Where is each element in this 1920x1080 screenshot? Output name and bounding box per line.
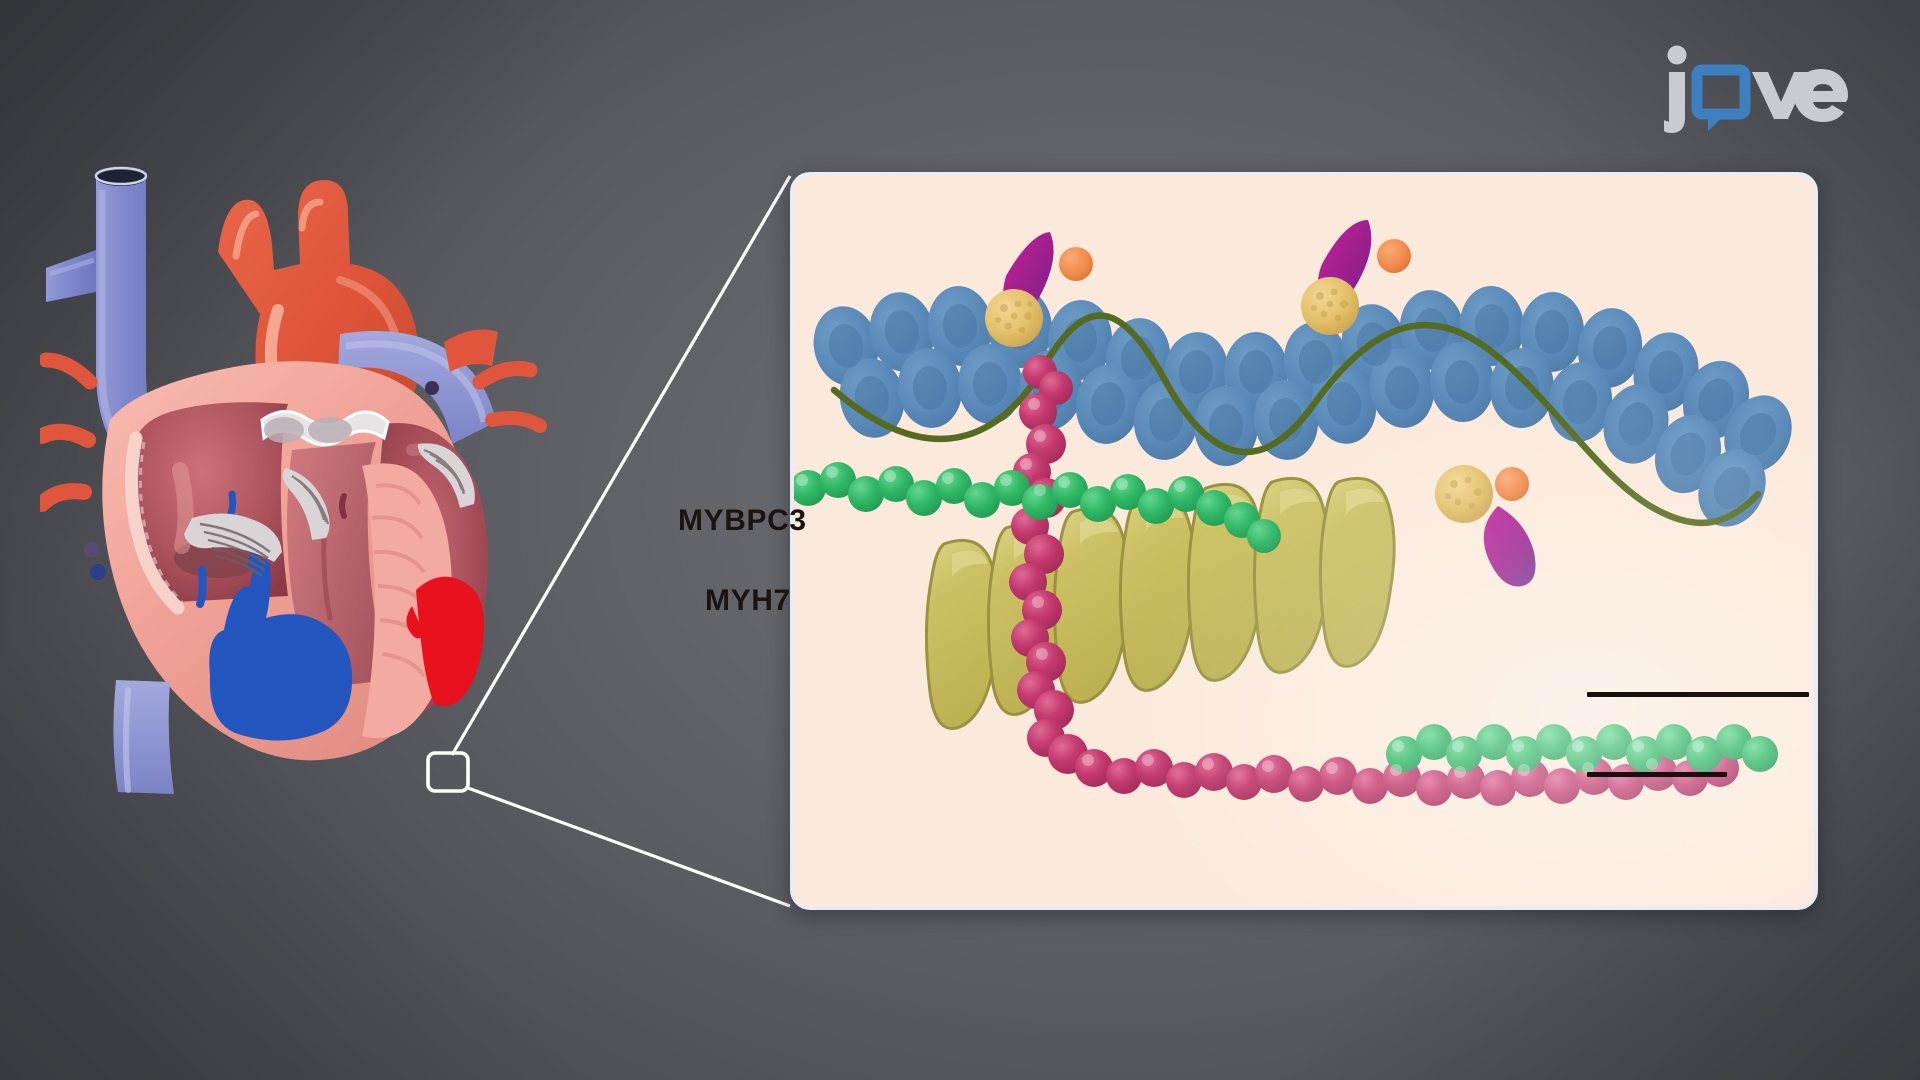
heart-illustration <box>34 120 560 820</box>
myosin-lobe-3 <box>1052 507 1131 704</box>
label-mybpc3: MYBPC3 <box>678 504 807 537</box>
blood-streak-b <box>226 490 237 520</box>
jove-logo-svg <box>1664 45 1848 134</box>
chordae-tendineae-left <box>184 513 282 577</box>
pv-highlight <box>49 257 95 277</box>
jove-logo[interactable] <box>1660 42 1870 134</box>
chordae-tendineae-mid <box>282 468 330 540</box>
mitral-valve <box>260 410 390 447</box>
coronary-vessel-dot-c <box>425 381 439 395</box>
coronary-artery-a <box>34 423 96 448</box>
blood-red-tab <box>406 606 424 639</box>
actin-monomer-cores <box>828 304 1777 510</box>
myosin-lobe-6 <box>1252 477 1331 674</box>
coronary-artery-d <box>472 361 538 390</box>
troponin-orange-left <box>1059 247 1093 281</box>
ivc-highlight <box>123 687 131 793</box>
troponin-gold-right <box>1435 465 1493 523</box>
gold-texture-right <box>1445 476 1482 510</box>
logo-letter-o-bubble <box>1691 64 1751 131</box>
deoxygenated-blood-pool <box>209 558 353 741</box>
logo-letter-e <box>1794 69 1848 122</box>
valve-cusp-b <box>308 417 352 443</box>
sarcomere-detail-panel <box>790 172 1818 910</box>
inferior-vena-cava <box>113 680 174 794</box>
troponin-complex-right <box>1435 465 1536 587</box>
logo-letter-v <box>1752 72 1810 119</box>
logo-j-dot <box>1667 45 1687 65</box>
troponin-complex-middle <box>1301 220 1411 335</box>
myosin-lobe-7 <box>1318 477 1396 668</box>
endocardium-rim-left <box>125 431 185 615</box>
coronary-vessel-dot-b <box>90 564 106 580</box>
myosin-lobe-4 <box>1118 493 1197 692</box>
bead-specular-highlights <box>796 398 1704 778</box>
coronary-artery-e <box>485 411 547 433</box>
atrium-highlight <box>172 462 194 554</box>
coronary-artery-b <box>34 483 92 512</box>
blood-streak-c <box>196 566 207 608</box>
papillary-fan-mid <box>282 468 330 540</box>
label-myh7: MYH7 <box>705 584 791 617</box>
troponin-cone-right <box>1483 506 1536 587</box>
troponin-orange-middle <box>1377 239 1411 273</box>
troponin-orange-right <box>1495 467 1529 501</box>
mybpc3-bead-chain-left <box>794 462 1281 553</box>
troponin-complex-left <box>985 232 1093 347</box>
chordae-strings-mid <box>291 475 330 525</box>
valve-cusp-a <box>264 417 304 443</box>
gold-texture-left <box>995 300 1033 334</box>
mybpc3-bead-chain-right <box>1386 724 1778 772</box>
endocardium-texture <box>138 441 184 604</box>
gold-texture-middle <box>1311 288 1348 322</box>
myosin-lobe-1 <box>924 539 1001 730</box>
aorta-highlight-a <box>232 210 260 260</box>
coronary-stub-right <box>444 329 498 372</box>
leader-line-myh7 <box>1587 772 1727 777</box>
leader-line-mybpc3 <box>1587 692 1809 697</box>
coronary-artery-c <box>38 352 98 390</box>
septum-groove-2 <box>339 493 347 519</box>
logo-letter-j <box>1664 72 1685 134</box>
aorta-highlight-b <box>298 198 324 232</box>
vena-cava-rim <box>94 166 148 186</box>
pulmonary-vein-left <box>46 250 96 302</box>
heart-svg <box>34 166 547 794</box>
coronary-vessel-dot-a <box>84 542 100 558</box>
chordae-strings-left <box>199 522 271 577</box>
sarcomere-diagram <box>794 220 1792 806</box>
superior-vena-cava <box>96 178 160 450</box>
